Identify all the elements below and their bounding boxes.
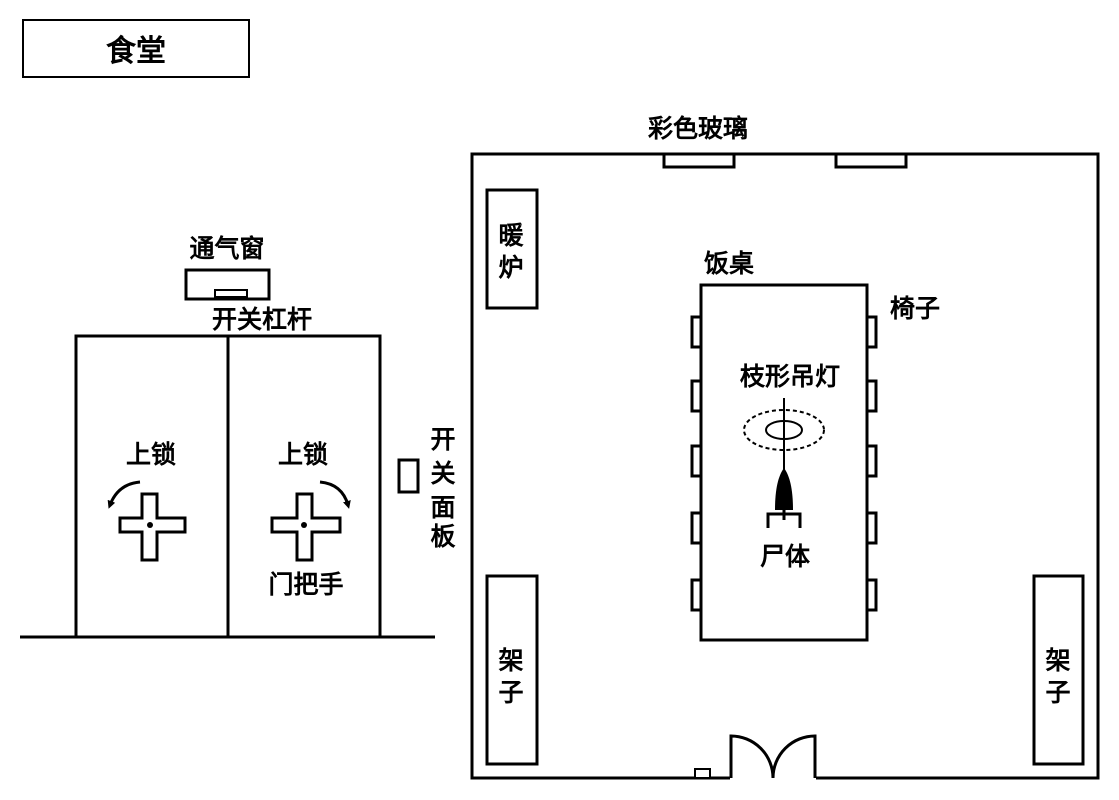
chair xyxy=(690,379,703,413)
vent-window xyxy=(184,268,271,301)
door-handle-left xyxy=(118,492,187,562)
door-left xyxy=(74,334,230,639)
stained-glass-window-1 xyxy=(662,152,736,169)
chair xyxy=(865,379,878,413)
switch-panel-label-2: 关 xyxy=(430,459,455,488)
switch-lever xyxy=(214,289,248,298)
lock-label-left: 上锁 xyxy=(126,440,176,469)
shelf-right-label-2: 子 xyxy=(1045,678,1070,707)
door-elevation-view: 通气窗 开关杠杆 上锁 上锁 门把手 开 关 面 板 xyxy=(20,234,456,639)
fireplace-label-1: 暖 xyxy=(498,221,524,250)
chairs-left xyxy=(690,315,703,612)
chair xyxy=(690,444,703,478)
chandelier-icon xyxy=(743,398,825,470)
chair xyxy=(865,578,878,612)
fireplace xyxy=(485,188,539,310)
shelf-right-label-1: 架 xyxy=(1045,646,1070,675)
shelf-left xyxy=(485,574,539,766)
lever-label: 开关杠杆 xyxy=(212,305,312,334)
switch-panel xyxy=(397,458,420,494)
table-label: 饭桌 xyxy=(704,249,754,278)
corpse-icon xyxy=(766,468,802,528)
chair xyxy=(690,315,703,349)
chandelier-label: 枝形吊灯 xyxy=(740,362,840,391)
chair-label: 椅子 xyxy=(890,294,940,323)
shelf-right xyxy=(1032,574,1085,766)
switch-panel-label-4: 板 xyxy=(430,522,455,551)
handle-label: 门把手 xyxy=(268,570,343,599)
entrance-door-icon xyxy=(694,734,817,782)
fireplace-label-2: 炉 xyxy=(498,253,523,282)
chair xyxy=(690,511,703,545)
rotate-arrow-left xyxy=(107,480,141,509)
shelf-left-label-1: 架 xyxy=(498,646,523,675)
chair xyxy=(865,511,878,545)
chair xyxy=(690,578,703,612)
door-right xyxy=(226,334,382,639)
room-floor-plan: 彩色玻璃 暖 炉 饭桌 椅子 枝形吊灯 xyxy=(470,114,1100,782)
door-handle-right xyxy=(270,492,342,562)
lock-label-right: 上锁 xyxy=(278,440,328,469)
title-box: 食堂 xyxy=(22,19,250,78)
stained-glass-label: 彩色玻璃 xyxy=(648,114,748,143)
stained-glass-window-2 xyxy=(834,152,908,169)
switch-panel-label-1: 开 xyxy=(430,425,455,454)
chair xyxy=(865,444,878,478)
rotate-arrow-right xyxy=(319,480,351,509)
chair xyxy=(865,315,878,349)
vent-label: 通气窗 xyxy=(189,234,264,263)
corpse-label: 尸体 xyxy=(760,542,811,571)
switch-panel-label-3: 面 xyxy=(430,493,455,522)
shelf-left-label-2: 子 xyxy=(498,678,523,707)
page-title: 食堂 xyxy=(106,34,166,69)
chairs-right xyxy=(865,315,878,612)
